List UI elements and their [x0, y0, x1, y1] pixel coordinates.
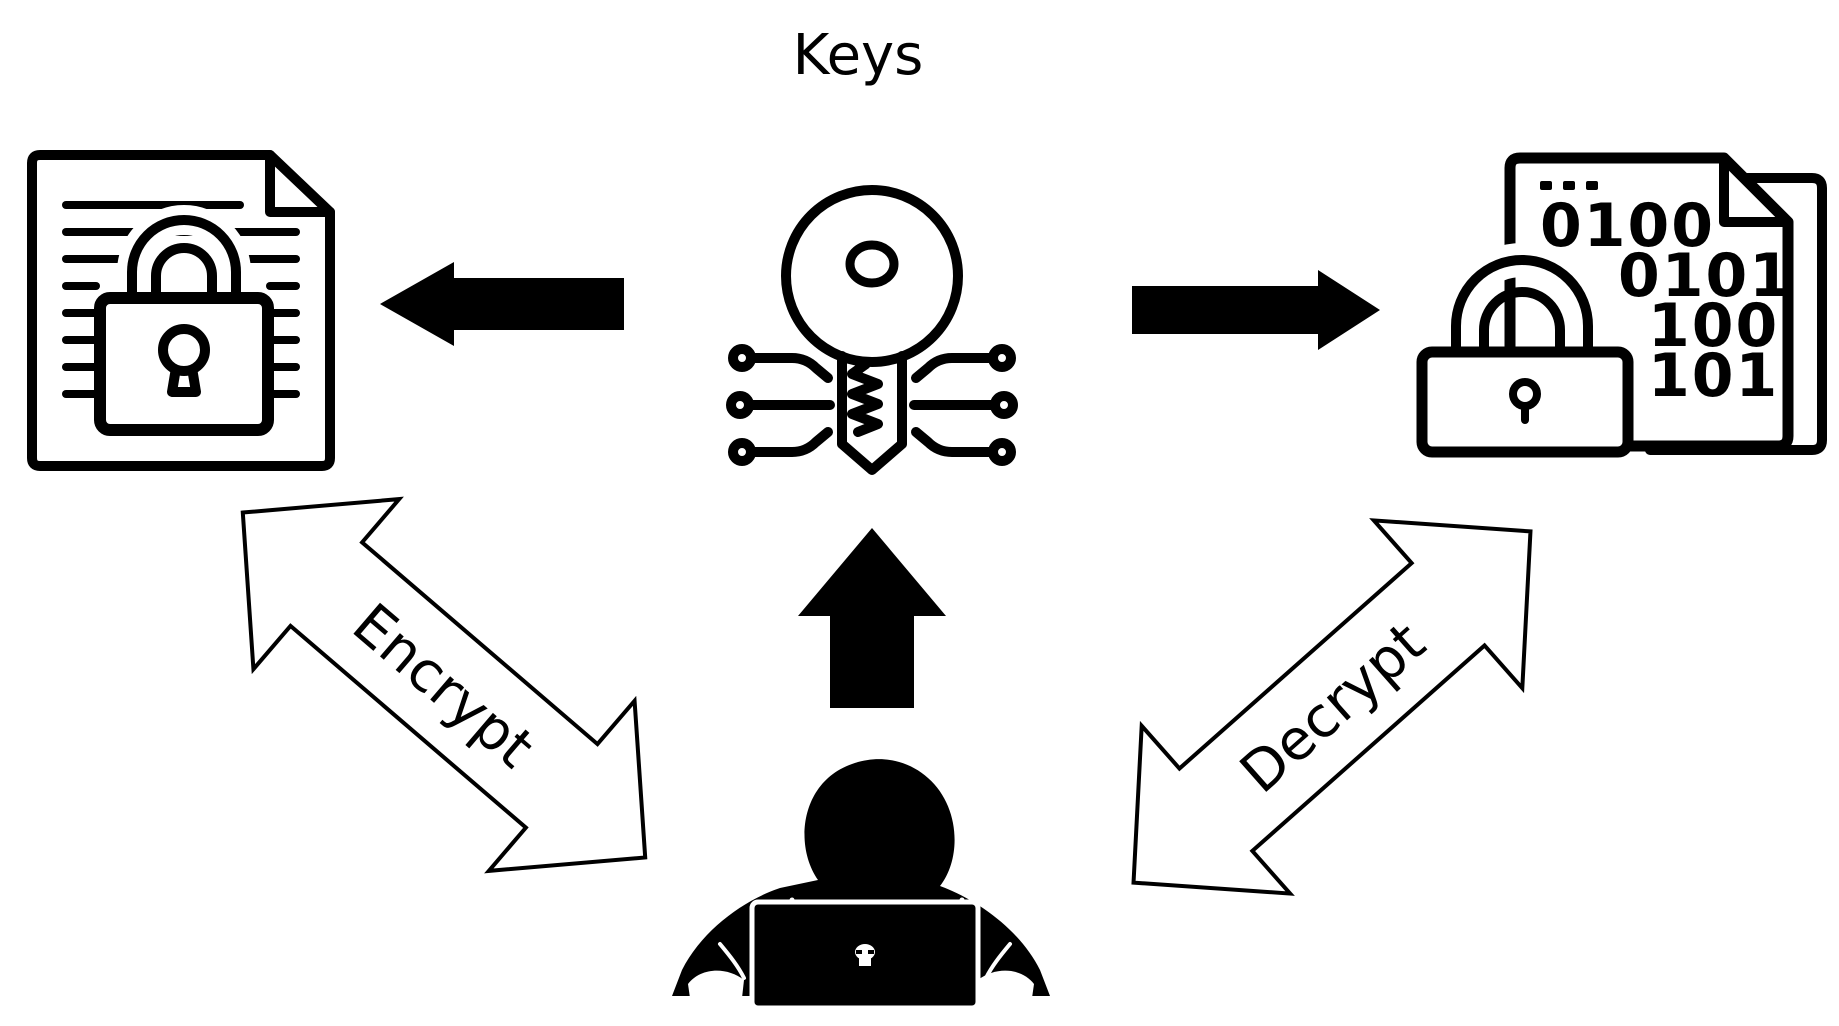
diagram-title: Keys: [793, 23, 924, 88]
binary-line-1: 0100: [1540, 191, 1715, 261]
binary-line-2: 0101: [1618, 241, 1793, 311]
unlocked-binary-file-icon: 0100 0101 100 101: [1416, 152, 1827, 458]
binary-line-4: 101: [1648, 341, 1779, 411]
arrow-to-encrypted-document: [380, 262, 624, 346]
padlock-icon: [94, 205, 274, 436]
decrypt-double-arrow: Decrypt: [1131, 518, 1533, 896]
encrypt-double-arrow: Encrypt: [240, 496, 648, 874]
arrow-to-decrypted-data: [1132, 270, 1380, 350]
open-padlock-icon: [1416, 243, 1634, 458]
digital-key-icon: [726, 185, 1018, 475]
locked-document-icon: [27, 150, 335, 471]
arrow-to-key: [798, 528, 946, 708]
binary-line-3: 100: [1648, 291, 1779, 361]
hooded-hacker-laptop-icon: [672, 759, 1050, 1011]
